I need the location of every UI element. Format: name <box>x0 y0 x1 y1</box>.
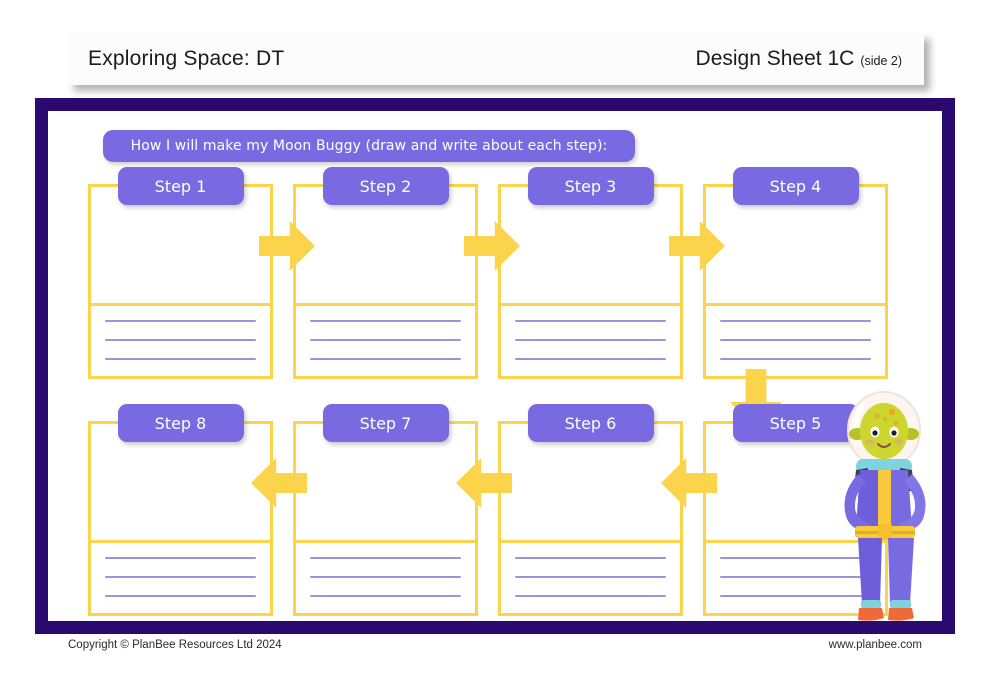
writing-line <box>105 320 256 322</box>
step-box-7[interactable]: Step 7 <box>293 404 478 616</box>
writing-line <box>515 595 666 597</box>
sheet-title-bar: Exploring Space: DT Design Sheet 1C (sid… <box>68 33 924 85</box>
astronaut-alien-illustration <box>828 390 942 621</box>
writing-line <box>105 339 256 341</box>
writing-line <box>720 358 871 360</box>
step-7-writing-area[interactable] <box>293 540 478 616</box>
design-sheet-label: Design Sheet 1C (side 2) <box>696 47 902 71</box>
step-8-label: Step 8 <box>117 404 244 442</box>
writing-line <box>105 358 256 360</box>
worksheet-frame: How I will make my Moon Buggy (draw and … <box>35 98 955 634</box>
writing-line <box>105 576 256 578</box>
writing-line <box>310 595 461 597</box>
writing-line <box>720 320 871 322</box>
step-box-8[interactable]: Step 8 <box>88 404 273 616</box>
step-6-writing-area[interactable] <box>498 540 683 616</box>
design-sheet-title: Design Sheet 1C <box>695 47 855 70</box>
worksheet-canvas: How I will make my Moon Buggy (draw and … <box>48 111 942 621</box>
step-4-writing-area[interactable] <box>703 303 888 379</box>
writing-line <box>720 595 871 597</box>
writing-line <box>720 576 871 578</box>
step-5-label: Step 5 <box>732 404 859 442</box>
writing-line <box>720 339 871 341</box>
design-sheet-side: (side 2) <box>860 54 902 68</box>
writing-line <box>720 557 871 559</box>
writing-line <box>515 576 666 578</box>
writing-line <box>310 320 461 322</box>
step-5-writing-area[interactable] <box>703 540 888 616</box>
step-7-label: Step 7 <box>322 404 449 442</box>
page-title: Exploring Space: DT <box>88 47 285 70</box>
instruction-banner: How I will make my Moon Buggy (draw and … <box>103 130 635 162</box>
step-6-label: Step 6 <box>527 404 654 442</box>
writing-line <box>310 557 461 559</box>
writing-line <box>515 358 666 360</box>
step-1-label: Step 1 <box>117 167 244 205</box>
writing-line <box>105 557 256 559</box>
step-box-6[interactable]: Step 6 <box>498 404 683 616</box>
step-box-2[interactable]: Step 2 <box>293 167 478 379</box>
step-3-label: Step 3 <box>527 167 654 205</box>
writing-line <box>515 557 666 559</box>
writing-line <box>105 595 256 597</box>
step-2-label: Step 2 <box>322 167 449 205</box>
writing-line <box>515 320 666 322</box>
step-box-4[interactable]: Step 4 <box>703 167 888 379</box>
copyright-text: Copyright © PlanBee Resources Ltd 2024 <box>68 639 282 651</box>
website-url[interactable]: www.planbee.com <box>828 639 922 651</box>
writing-line <box>515 339 666 341</box>
writing-line <box>310 358 461 360</box>
step-2-writing-area[interactable] <box>293 303 478 379</box>
step-4-label: Step 4 <box>732 167 859 205</box>
step-1-writing-area[interactable] <box>88 303 273 379</box>
writing-line <box>310 576 461 578</box>
step-8-writing-area[interactable] <box>88 540 273 616</box>
step-box-1[interactable]: Step 1 <box>88 167 273 379</box>
step-box-3[interactable]: Step 3 <box>498 167 683 379</box>
step-3-writing-area[interactable] <box>498 303 683 379</box>
page-footer: Copyright © PlanBee Resources Ltd 2024 w… <box>0 639 990 659</box>
writing-line <box>310 339 461 341</box>
step-4-drawing-area[interactable] <box>703 184 888 306</box>
